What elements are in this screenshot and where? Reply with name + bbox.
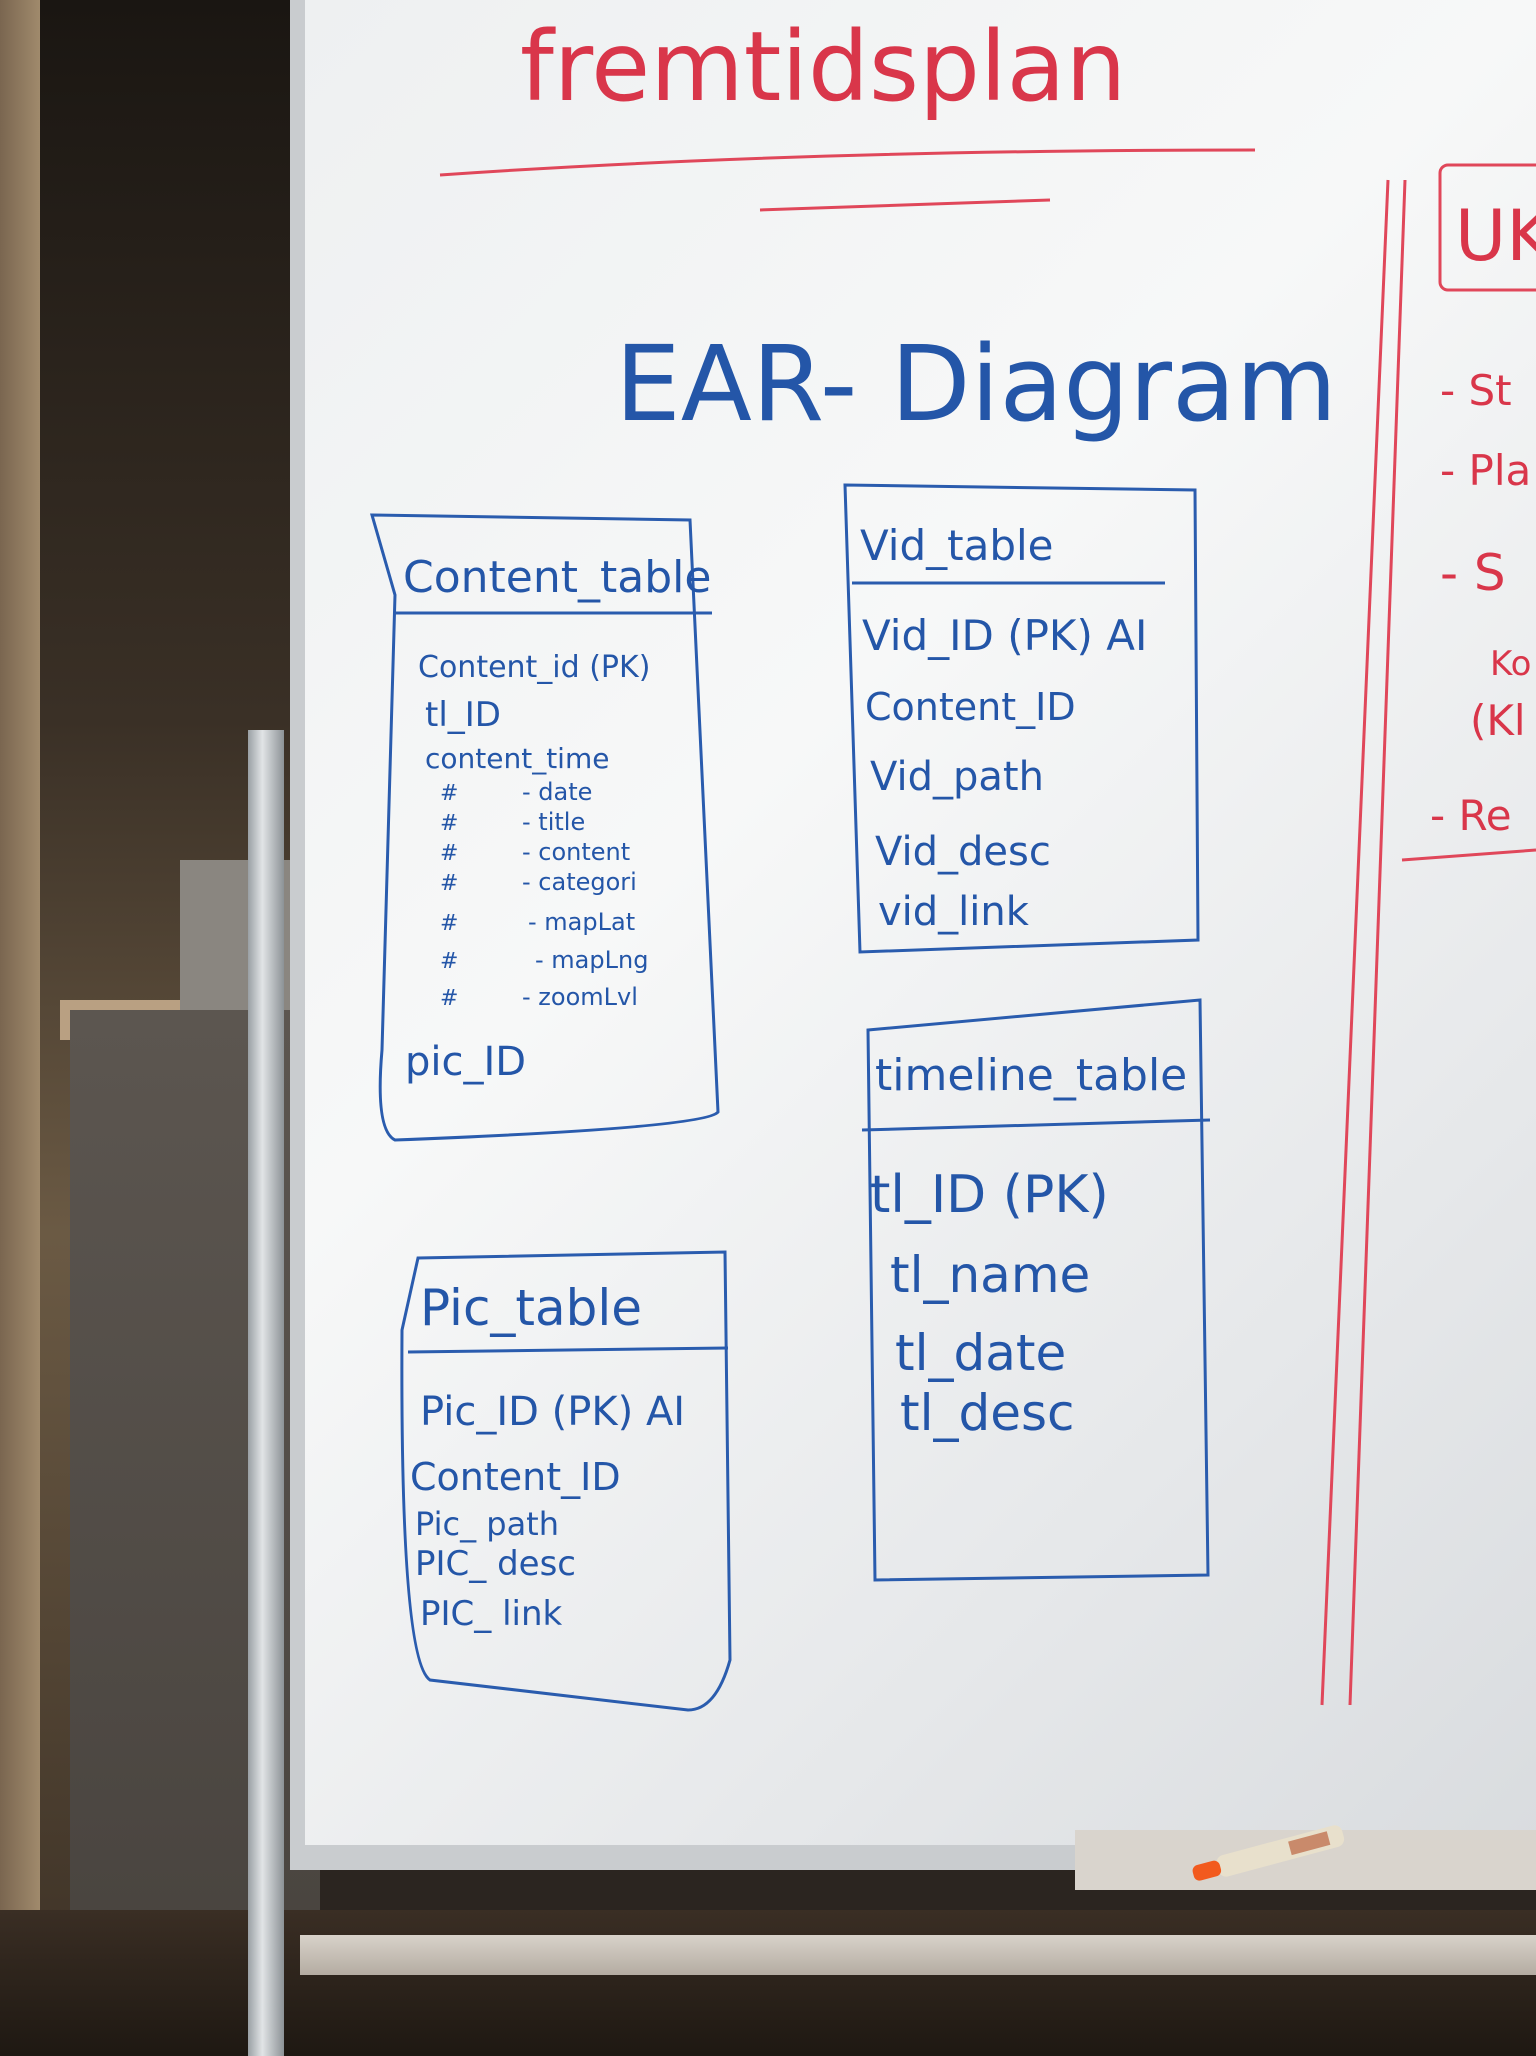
vid-table-border [843,483,1200,954]
content-table-field: tl_ID [425,695,501,735]
pic-table: Pic_table Pic_ID (PK) AI Content_ID Pic_… [400,1250,732,1712]
side-divider-2 [1348,179,1407,1706]
content-table-field: content_time [425,742,609,775]
vid-table-field: Vid_path [870,754,1044,800]
side-box-text: UK [1455,195,1536,277]
timeline-table: timeline_table tl_ID (PK) tl_name tl_dat… [861,998,1211,1582]
pic-table-field: Pic_ path [415,1505,559,1543]
timeline-table-field: tl_desc [900,1384,1075,1442]
pic-table-divider [407,1346,729,1354]
timeline-table-border [866,998,1210,1582]
content-table-field: - zoomLvl [522,983,638,1011]
side-note-1: - St [1440,366,1512,415]
pic-table-field: Pic_ID (PK) AI [420,1389,685,1435]
timeline-table-field: tl_date [895,1324,1066,1382]
ditto-mark: # [440,949,458,974]
side-note-4: Ko [1490,644,1531,684]
side-note-3: - S [1440,544,1506,602]
ditto-mark: # [440,781,458,806]
stand-pole [248,730,284,2056]
content-table-field: - categori [522,868,637,896]
title-underline-short [759,198,1051,212]
ditto-mark: # [440,911,458,936]
pic-table-field: PIC_ desc [415,1544,576,1584]
pic-table-field: Content_ID [410,1455,621,1499]
content-table-border [369,513,720,1142]
pic-table-title: Pic_table [420,1279,642,1337]
content-table-field: Content_id (PK) [418,650,650,685]
timeline-table-divider [861,1118,1211,1132]
pic-table-field: PIC_ link [420,1594,563,1634]
vid-table-field: Vid_desc [875,829,1051,875]
timeline-table-field: tl_ID (PK) [870,1165,1109,1225]
stand-crossbar [300,1935,1536,1975]
ditto-mark: # [440,841,458,866]
side-box-line [1401,848,1536,862]
side-note-2: - Pla [1440,446,1531,495]
diagram-heading: EAR- Diagram [615,323,1337,445]
side-box [1438,163,1536,292]
vid-table-field: vid_link [878,889,1030,935]
vid-table: Vid_table Vid_ID (PK) AI Content_ID Vid_… [843,483,1200,954]
content-table-field: - date [522,778,592,806]
side-note-6: - Re [1430,791,1512,840]
pic-table-border [400,1250,732,1712]
marker-pen [1192,1825,1345,1881]
whiteboard [305,0,1536,1845]
ditto-mark: # [440,986,458,1011]
content-table-field: - mapLng [535,946,648,974]
content-table-field: - mapLat [528,908,635,936]
ditto-mark: # [440,811,458,836]
vid-table-title: Vid_table [860,521,1054,570]
side-note-5: (Kl [1470,696,1526,745]
content-table-field: pic_ID [405,1039,526,1085]
ditto-mark: # [440,871,458,896]
pillar [0,0,40,2056]
board-title: fremtidsplan [520,11,1126,123]
timeline-table-field: tl_name [890,1246,1090,1304]
timeline-table-title: timeline_table [875,1050,1187,1101]
content-table-title: Content_table [403,552,711,603]
content-table-field: - content [522,838,630,866]
content-table-field: - title [522,808,585,836]
content-table: Content_table Content_id (PK) tl_ID cont… [369,513,720,1142]
side-divider-1 [1320,179,1390,1706]
vid-table-field: Vid_ID (PK) AI [862,611,1147,660]
vid-table-field: Content_ID [865,685,1076,729]
title-underline [439,148,1256,177]
